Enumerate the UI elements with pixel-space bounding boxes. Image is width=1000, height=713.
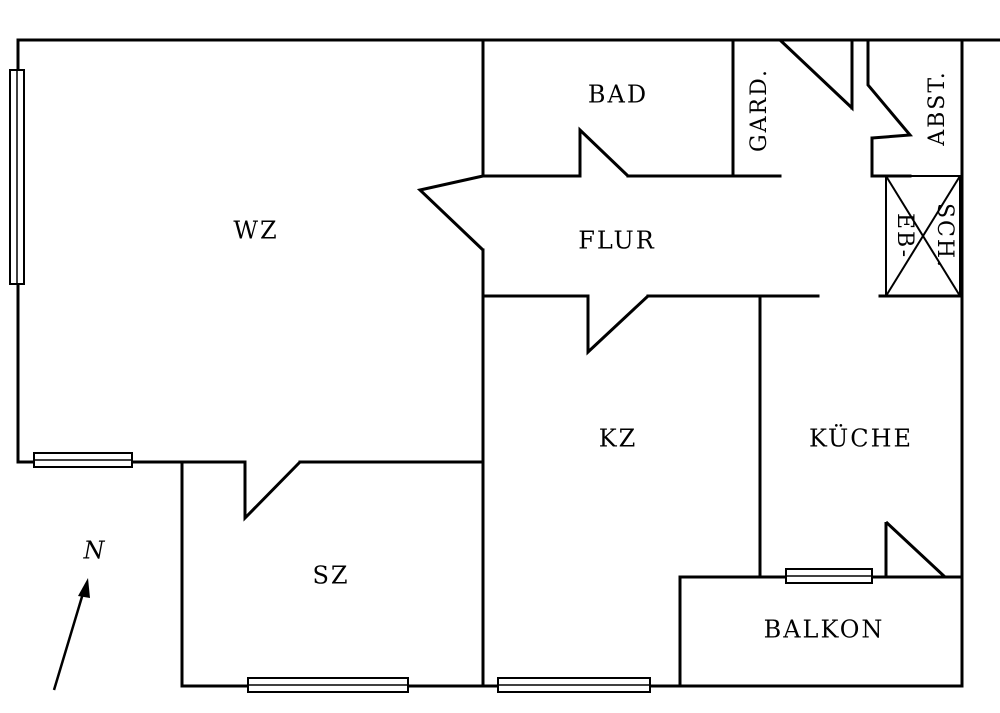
north-arrow-shaft <box>52 589 86 691</box>
window-sz-south <box>247 677 409 693</box>
door-bad <box>578 126 630 178</box>
north-label: N <box>83 537 106 565</box>
room-label-kz: KZ <box>599 425 638 453</box>
room-label-gard: GARD. <box>747 68 772 152</box>
door-kz <box>586 294 650 356</box>
room-label-sch: SCH. <box>932 203 957 269</box>
interior-walls <box>180 38 964 688</box>
door-entrance <box>778 38 854 112</box>
north-arrow-head <box>78 578 90 598</box>
room-label-flur: FLUR <box>578 227 656 255</box>
door-abst <box>866 40 914 140</box>
room-label-balkon: BALKON <box>764 616 885 644</box>
eb-sch-shaft <box>885 175 961 297</box>
room-label-bad: BAD <box>588 81 648 109</box>
room-label-sz: SZ <box>312 562 349 590</box>
window-kueche-balkon <box>785 568 873 584</box>
room-label-kueche: KÜCHE <box>809 424 913 453</box>
door-wz-flur <box>416 174 485 252</box>
north-arrow: N <box>52 537 106 691</box>
window-kz-south <box>497 677 651 693</box>
doors <box>243 38 949 579</box>
window-wz-south <box>33 452 133 468</box>
outer-walls <box>16 38 1000 688</box>
door-balkon <box>884 520 949 579</box>
window-wz-west <box>9 69 25 285</box>
windows <box>9 69 873 693</box>
room-label-wz: WZ <box>233 217 278 245</box>
door-sz <box>243 460 302 522</box>
room-label-abst: ABST. <box>925 70 950 147</box>
room-label-eb: EB- <box>892 213 917 259</box>
